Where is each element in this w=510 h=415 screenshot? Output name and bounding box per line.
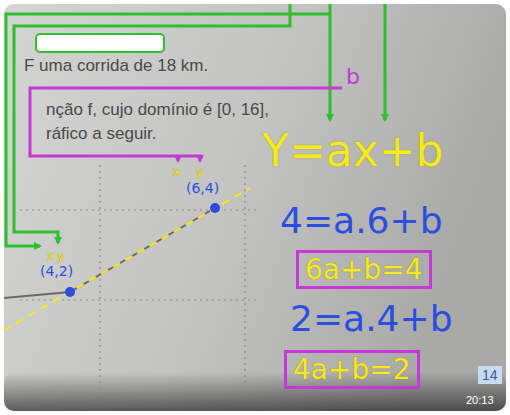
equation: 4=a.6+b [280, 200, 443, 241]
axis-letter: y [196, 166, 203, 180]
green-frame [36, 34, 164, 52]
point-label: (4,2) [40, 263, 73, 279]
dashed-line [4, 188, 250, 330]
photo-ground [4, 4, 506, 411]
equation-text: 6a+b=4 [305, 255, 422, 286]
equation-text: 4a+b=2 [293, 355, 410, 386]
point-dot [210, 203, 220, 213]
boxed-equation: 6a+b=4 [296, 250, 432, 289]
boxed-equation: 4a+b=2 [284, 350, 420, 389]
book-text: ráfico a seguir. [46, 124, 157, 144]
grid-lines [20, 165, 260, 395]
handwritten-letter: b [346, 64, 360, 89]
point-dot [65, 287, 75, 297]
equation: 2=a.4+b [290, 298, 453, 339]
book-text: nção f, cujo domínio é [0, 16], [46, 100, 269, 120]
book-text: F uma corrida de 18 km. [24, 56, 208, 76]
page-number: 14 [478, 366, 502, 384]
clock-time: 20:13 [466, 394, 494, 407]
graph-line [4, 208, 215, 298]
photo-shadow [4, 372, 506, 411]
equation: Y=ax+b [262, 126, 444, 177]
axis-letter: x [173, 166, 180, 180]
point-label: (6,4) [186, 180, 219, 196]
axis-letter: y [57, 250, 64, 264]
axis-letter: x [47, 250, 54, 264]
